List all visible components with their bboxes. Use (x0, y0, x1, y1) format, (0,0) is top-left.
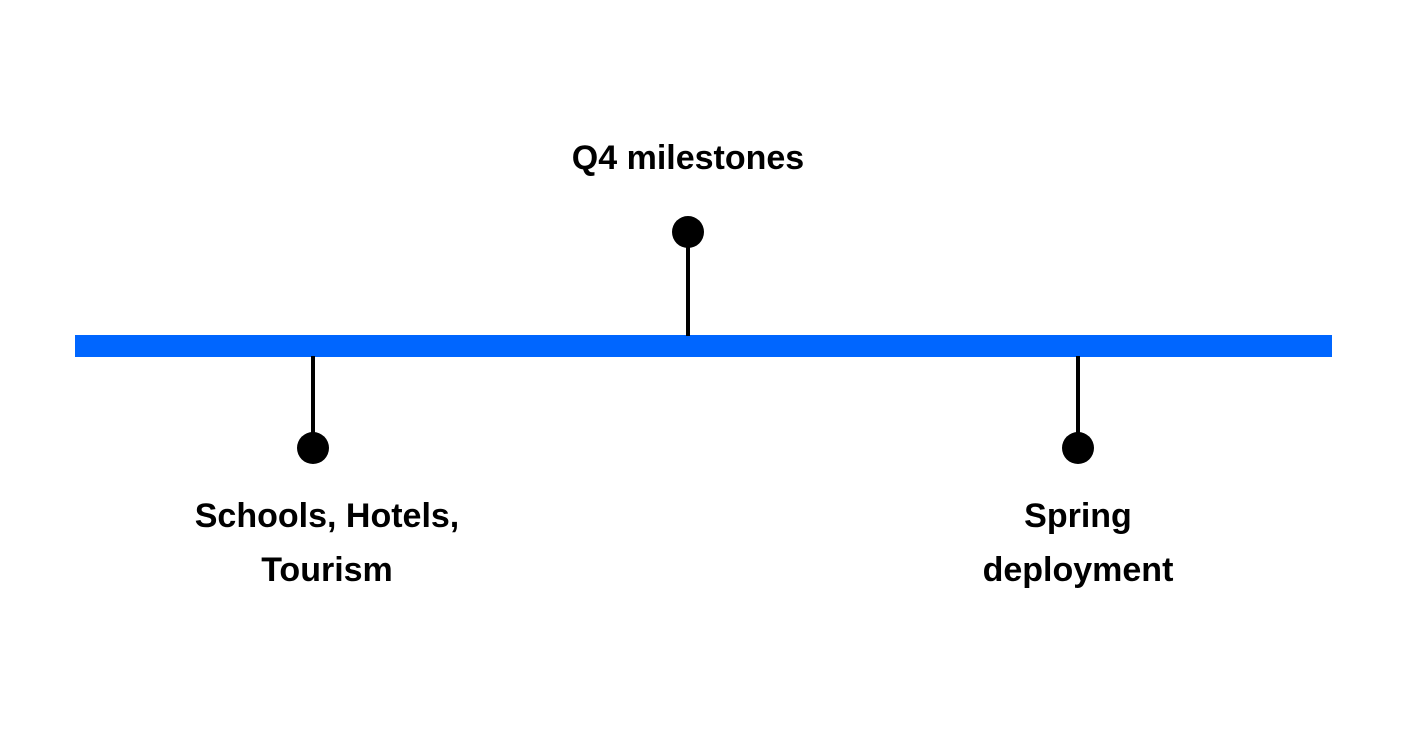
event-marker-dot (1062, 432, 1094, 464)
event-connector-line (1076, 356, 1080, 440)
timeline-axis (75, 335, 1332, 357)
event-marker-dot (297, 432, 329, 464)
event-connector-line (686, 240, 690, 336)
event-label: Schools, Hotels, Tourism (127, 489, 527, 597)
event-connector-line (311, 356, 315, 440)
event-label-line: deployment (982, 551, 1174, 589)
event-label-line: Spring (1024, 497, 1132, 535)
event-label: Q4 milestones (571, 139, 805, 177)
event-label-line: Tourism (261, 551, 393, 589)
event-label: Spring deployment (878, 489, 1278, 597)
event-label-line: Schools, Hotels, (194, 497, 460, 535)
